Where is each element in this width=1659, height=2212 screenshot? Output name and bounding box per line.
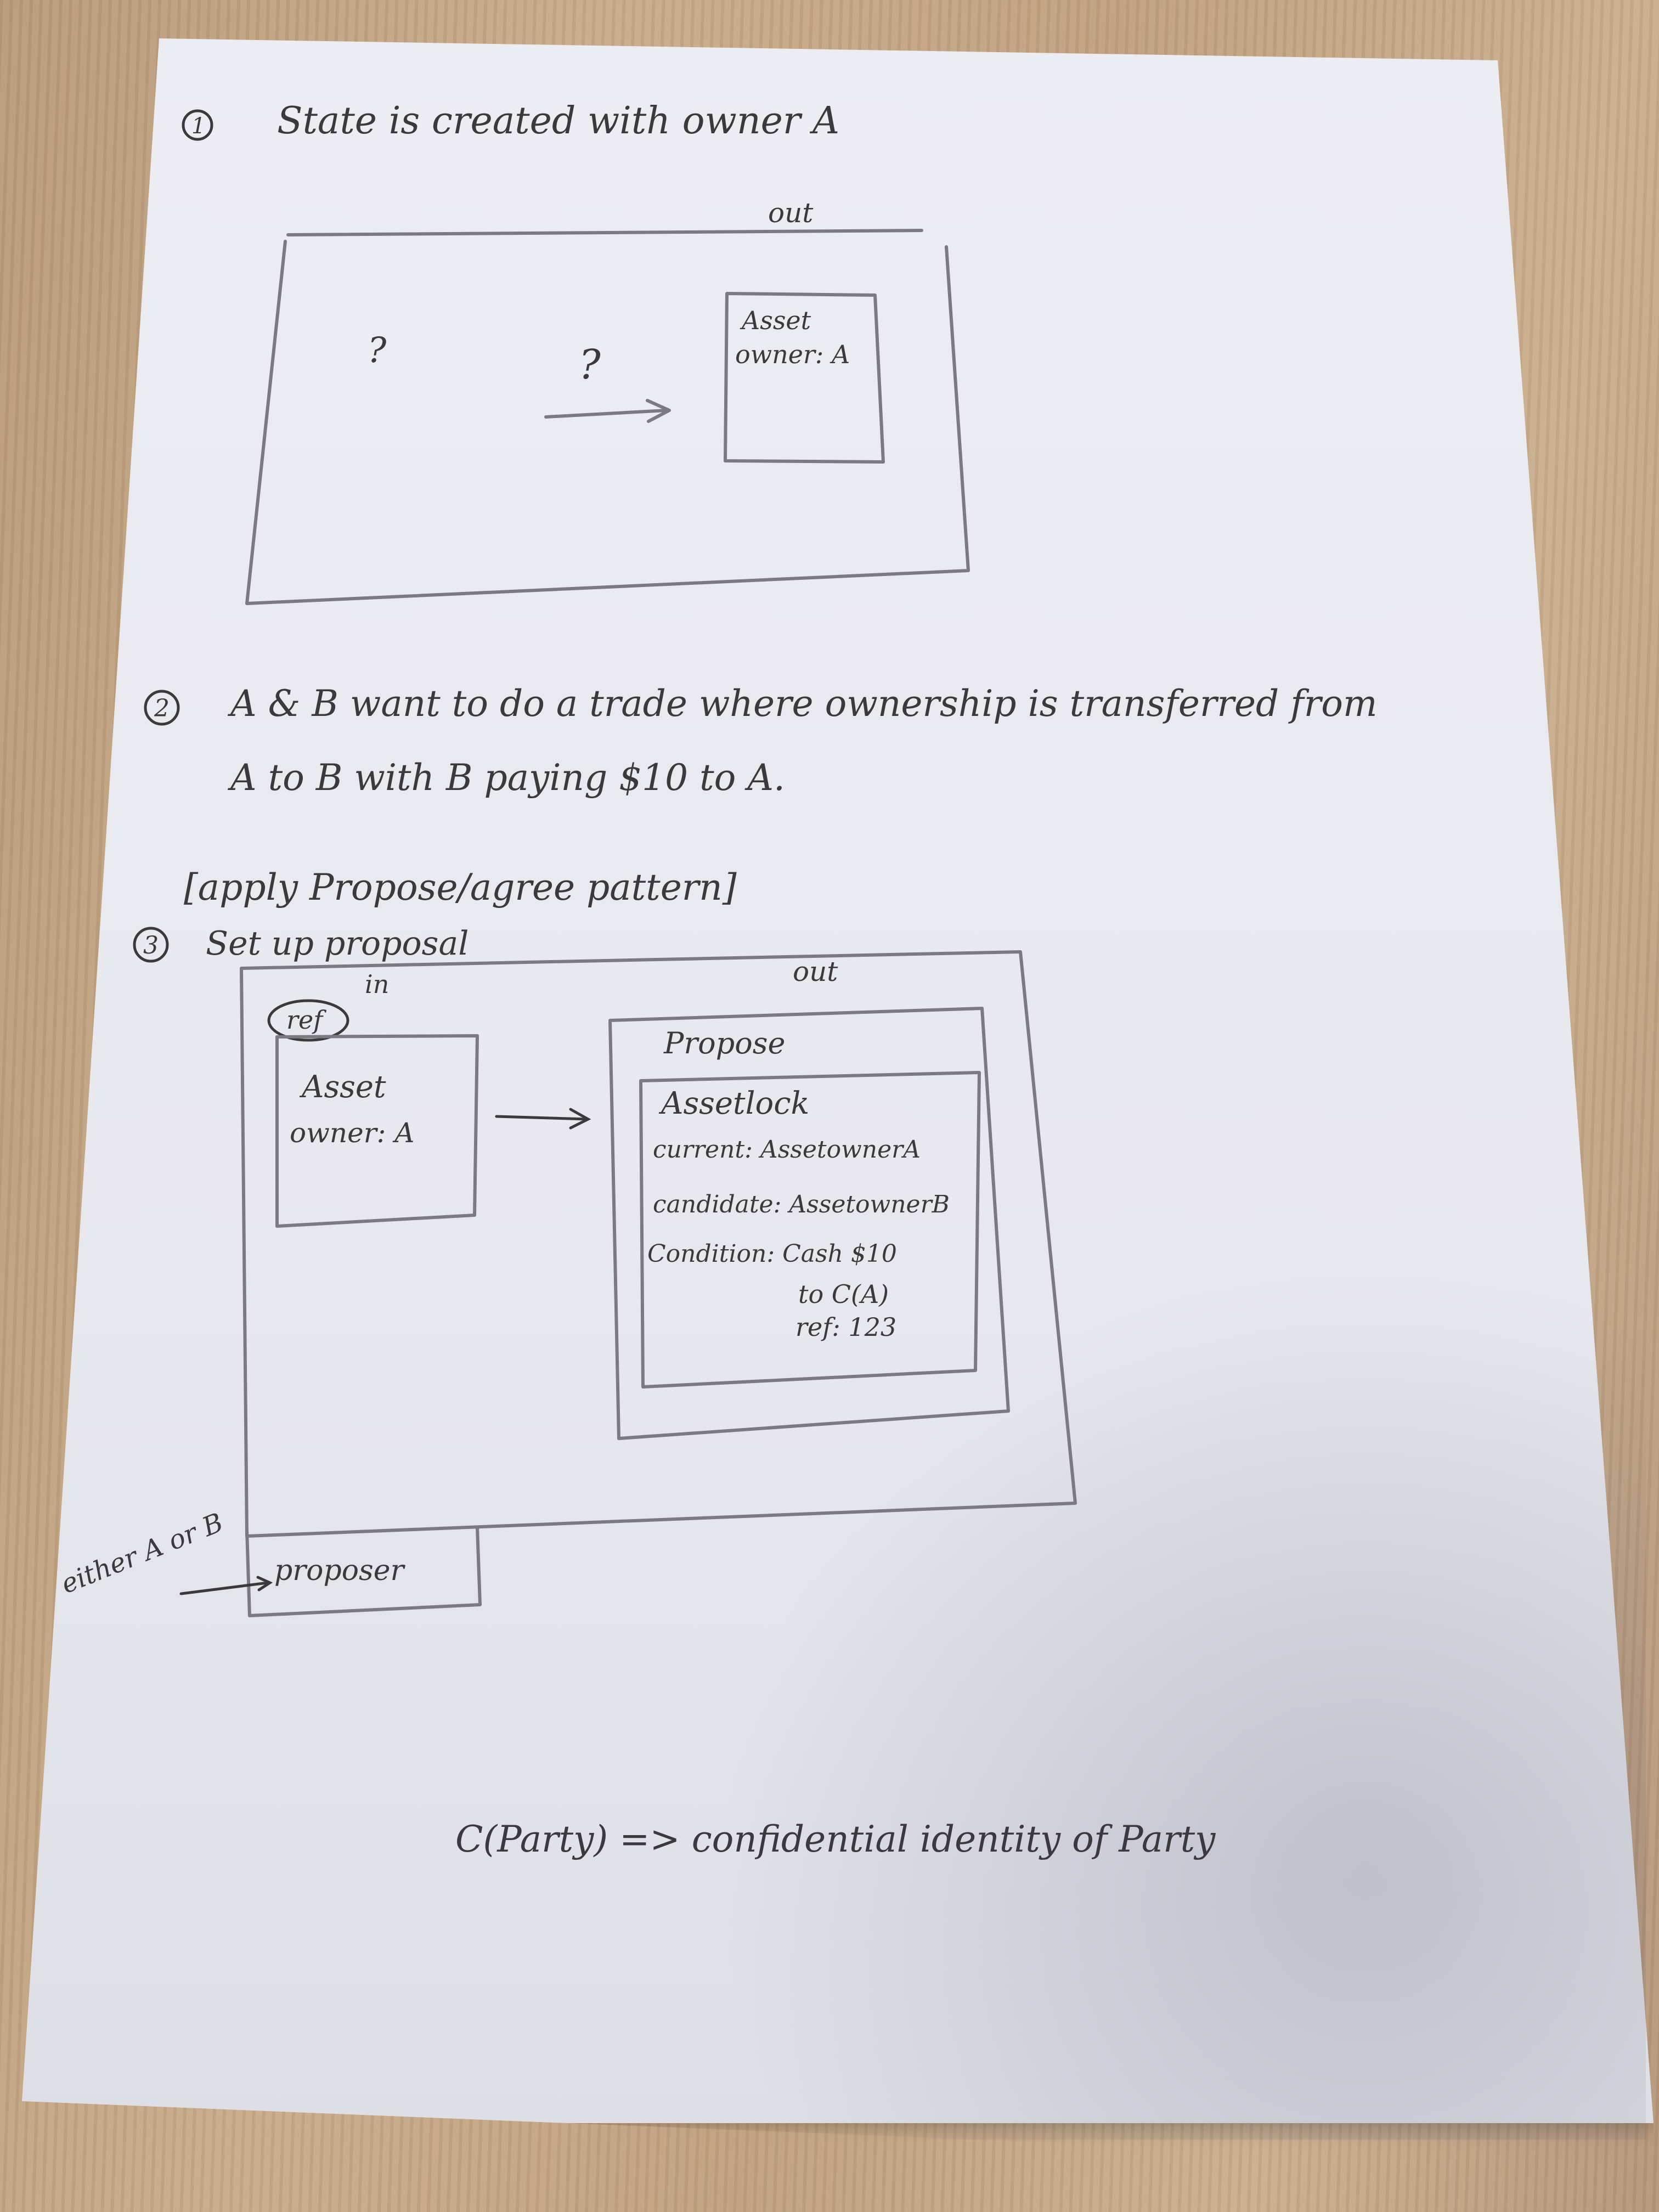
- step1-arrow-line: [544, 409, 668, 419]
- proposer-arrow-head: [256, 1576, 273, 1592]
- footnote: C(Party) => confidential identity of Par…: [455, 1818, 1216, 1860]
- step3-text: Set up proposal: [206, 924, 469, 963]
- step1-question-1: ?: [368, 330, 387, 371]
- step2-line1: A & B want to do a trade where ownership…: [227, 682, 1378, 725]
- step2-line2: A to B with B paying $10 to A.: [227, 757, 785, 799]
- assetlock-box: [639, 1071, 981, 1389]
- step3-number: 3: [143, 932, 159, 960]
- step1-out-label: out: [768, 197, 814, 229]
- assetlock-candidate: candidate: AssetownerB: [653, 1190, 950, 1218]
- step2-number: 2: [154, 695, 170, 723]
- assetlock-condition-to: to C(A): [798, 1279, 889, 1309]
- step3-arrow-head: [569, 1108, 591, 1130]
- step1-number: 1: [191, 114, 205, 139]
- either-label: either A or B: [57, 1507, 228, 1600]
- assetlock-condition-ref: ref: 123: [795, 1312, 896, 1342]
- assetlock-title: Assetlock: [658, 1086, 809, 1121]
- step3-in-label: in: [365, 969, 389, 999]
- step3-input-asset-box: [275, 1034, 479, 1228]
- paper-sheet: [22, 38, 1657, 2123]
- pattern-note: [apply Propose/agree pattern]: [184, 866, 737, 909]
- step1-box: [245, 240, 970, 605]
- proposer-box: [245, 1526, 482, 1617]
- step1-arrow-head: [646, 399, 671, 423]
- ref-oval: [267, 999, 349, 1042]
- assetlock-condition: Condition: Cash $10: [647, 1240, 897, 1268]
- step3-asset-title: Asset: [299, 1069, 386, 1105]
- step3-transaction-box: [240, 950, 1077, 1538]
- propose-title: Propose: [663, 1026, 785, 1060]
- ref-label: ref: [286, 1005, 326, 1035]
- step1-question-2: ?: [579, 341, 601, 388]
- step1-box-top: [286, 229, 923, 236]
- step3-number-circle: [133, 927, 169, 963]
- step1-asset-title: Asset: [740, 306, 811, 335]
- shadow: [713, 1262, 1646, 2140]
- step1-asset-box: [724, 292, 885, 464]
- step2-number-circle: [144, 690, 180, 726]
- step1-number-circle: [182, 109, 213, 141]
- step3-asset-owner: owner: A: [290, 1117, 414, 1149]
- step1-asset-owner: owner: A: [735, 340, 850, 369]
- step3-arrow-line: [495, 1115, 589, 1121]
- propose-box: [608, 1007, 1010, 1440]
- proposer-arrow-line: [179, 1581, 269, 1595]
- proposer-label: proposer: [274, 1554, 406, 1587]
- step3-out-label: out: [793, 956, 838, 988]
- step1-text: State is created with owner A: [277, 99, 839, 143]
- assetlock-current: current: AssetownerA: [653, 1136, 921, 1164]
